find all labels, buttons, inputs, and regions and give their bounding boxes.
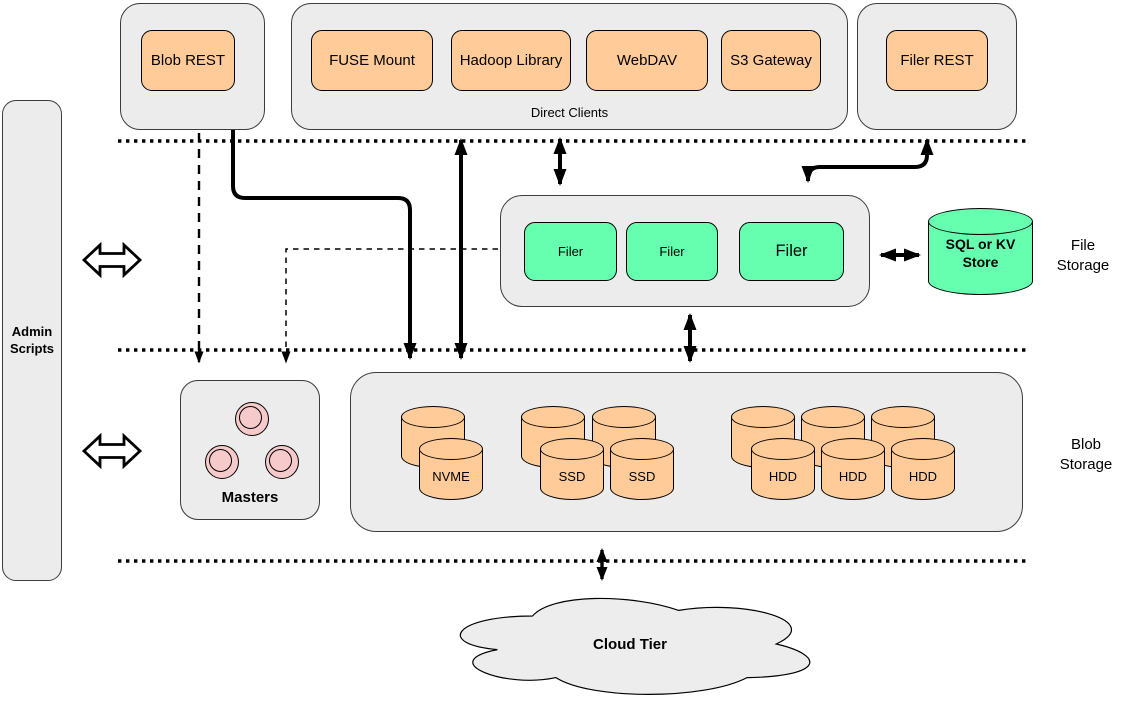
webdav-label: WebDAV: [616, 52, 678, 69]
cylinder-top: [592, 406, 656, 428]
hdd-cylinder-front-3[interactable]: HDD: [891, 438, 955, 500]
cylinder-top: [731, 406, 795, 428]
ssd-cylinder-front-2[interactable]: SSD: [610, 438, 674, 500]
blob-rest-node[interactable]: Blob REST: [141, 30, 235, 91]
blob-storage-label: Blob Storage: [1059, 436, 1113, 474]
filer-node-1[interactable]: Filer: [524, 222, 617, 281]
direct-clients-label: Direct Clients: [530, 105, 609, 120]
hdd-cylinder-front-1[interactable]: HDD: [751, 438, 815, 500]
arrow-filer-to-masters: [281, 248, 498, 364]
file-storage-label: File Storage: [1056, 237, 1110, 275]
cloud-outline: [459, 597, 811, 695]
sql-kv-store-node[interactable]: SQL or KV Store: [928, 208, 1033, 295]
webdav-node[interactable]: WebDAV: [586, 30, 708, 91]
ssd-label-1: SSD: [558, 469, 586, 484]
admin-scripts-label: Admin Scripts: [9, 323, 55, 356]
fuse-mount-label: FUSE Mount: [329, 52, 415, 69]
admin-blob-tier-double-arrow-icon: [81, 432, 143, 470]
cylinder-top: [751, 438, 815, 460]
cylinder-top: [610, 438, 674, 460]
cylinder-top: [871, 406, 935, 428]
cylinder-top: [401, 406, 465, 428]
direct-clients-group[interactable]: FUSE Mount Hadoop Library WebDAV S3 Gate…: [291, 3, 848, 130]
cylinder-top: [419, 438, 483, 460]
filer-rest-label: Filer REST: [900, 52, 974, 69]
blob-rest-group[interactable]: Blob REST: [120, 3, 265, 130]
filer-label-1: Filer: [557, 244, 584, 259]
cylinder-top: [821, 438, 885, 460]
admin-file-tier-double-arrow-icon: [81, 241, 143, 279]
nvme-label: NVME: [432, 469, 470, 484]
arrow-blobrest-to-blobstorage: [231, 130, 417, 360]
s3-gateway-label: S3 Gateway: [730, 52, 812, 69]
s3-gateway-node[interactable]: S3 Gateway: [721, 30, 821, 91]
sql-kv-store-label: SQL or KV Store: [945, 236, 1016, 270]
cloud-tier-label: Cloud Tier: [593, 635, 667, 653]
cylinder-top: [540, 438, 604, 460]
masters-label: Masters: [221, 489, 279, 506]
filer-node-3[interactable]: Filer: [739, 222, 844, 281]
hdd-label-2: HDD: [838, 469, 868, 484]
filer-label-3: Filer: [775, 242, 808, 260]
master-circle-3[interactable]: [265, 445, 299, 479]
master-circle-2[interactable]: [205, 445, 239, 479]
hadoop-library-node[interactable]: Hadoop Library: [451, 30, 571, 91]
arrow-filerrest-filer: [801, 138, 934, 183]
admin-scripts-node[interactable]: Admin Scripts: [2, 100, 62, 581]
cylinder-top: [928, 208, 1033, 235]
filer-rest-node[interactable]: Filer REST: [886, 30, 988, 91]
hdd-label-3: HDD: [908, 469, 938, 484]
filer-group[interactable]: Filer Filer Filer: [500, 195, 870, 307]
cylinder-top: [521, 406, 585, 428]
fuse-mount-node[interactable]: FUSE Mount: [311, 30, 433, 91]
blob-storage-group[interactable]: NVME SSD SSD: [350, 372, 1023, 532]
cloud-tier-label-wrap: Cloud Tier: [435, 588, 825, 700]
cylinder-body: [610, 449, 674, 500]
ssd-label-2: SSD: [628, 469, 656, 484]
hdd-cylinder-front-2[interactable]: HDD: [821, 438, 885, 500]
filer-node-2[interactable]: Filer: [626, 222, 718, 281]
cylinder-top: [801, 406, 865, 428]
blob-rest-label: Blob REST: [150, 52, 226, 69]
cloud-tier-shape[interactable]: [435, 588, 825, 700]
hdd-label-1: HDD: [768, 469, 798, 484]
cylinder-top: [891, 438, 955, 460]
filer-label-2: Filer: [659, 244, 685, 259]
nvme-cylinder-front[interactable]: NVME: [419, 438, 483, 500]
ssd-cylinder-front-1[interactable]: SSD: [540, 438, 604, 500]
hadoop-library-label: Hadoop Library: [459, 52, 563, 69]
filer-rest-group[interactable]: Filer REST: [857, 3, 1017, 130]
master-circle-1[interactable]: [235, 402, 269, 436]
masters-group[interactable]: Masters: [180, 380, 320, 520]
